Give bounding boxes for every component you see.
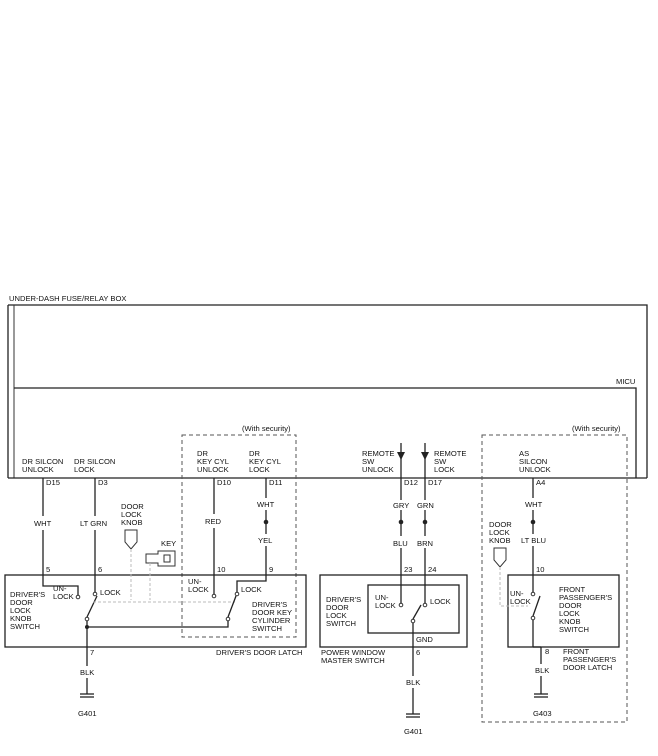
ground-g401-right: 6 BLK G401 [404, 647, 423, 736]
key-icon [145, 550, 176, 600]
master-ground-wire: BLK [406, 678, 420, 687]
conn-d3: 6 [98, 565, 102, 574]
master-ground-conn: 6 [416, 648, 420, 657]
passenger-unlock-label: UN-LOCK [510, 589, 531, 606]
wire-d10-color: RED [205, 517, 222, 526]
wire-d11-color2: YEL [258, 536, 272, 545]
passenger-ground-name: G403 [533, 709, 552, 718]
wire-a4-color1: WHT [525, 500, 543, 509]
security-box-left: (With security) [181, 424, 297, 638]
wire-d17: GRN BRN 24 [417, 478, 436, 585]
driver-latch-caption: DRIVER'S DOOR LATCH [216, 648, 303, 657]
wire-d15: WHT 5 [34, 478, 52, 575]
micu-unit: MICU [8, 377, 647, 479]
driver-unlock-label: UN-LOCK [53, 584, 74, 601]
passenger-ground-conn: 8 [545, 647, 549, 656]
pin-a4: A4 [536, 478, 545, 487]
passenger-door-lock-knob-icon [493, 547, 528, 607]
wire-d11: WHT YEL 9 [257, 478, 275, 575]
master-switch-contacts [398, 585, 428, 647]
passenger-ground-wire: BLK [535, 666, 549, 675]
key-label: KEY [161, 539, 176, 548]
fuse-box-title: UNDER-DASH FUSE/RELAY BOX [9, 294, 126, 303]
wire-d15-color: WHT [34, 519, 52, 528]
wire-d3-color: LT GRN [80, 519, 107, 528]
conn-d10: 10 [217, 565, 225, 574]
master-gnd-label: GND [416, 635, 433, 644]
cyl-lock-label: LOCK [241, 585, 262, 594]
pin-d17: D17 [428, 478, 442, 487]
security-note-left: (With security) [242, 424, 291, 433]
master-ground-name: G401 [404, 727, 423, 736]
wire-a4: WHT LT BLU 10 [521, 478, 546, 575]
wire-a4-color2: LT BLU [521, 536, 546, 545]
passenger-switch-contacts [530, 575, 541, 647]
ground-g403: 8 BLK G403 [533, 646, 552, 718]
conn-d15: 5 [46, 565, 50, 574]
driver-lock-label: LOCK [100, 588, 121, 597]
wire-d12: GRY BLU 23 [393, 478, 412, 585]
conn-d11: 9 [269, 565, 273, 574]
micu-label: MICU [616, 377, 635, 386]
conn-a4: 10 [536, 565, 544, 574]
remote-arrow-icons [397, 443, 429, 478]
driver-ground-wire: BLK [80, 668, 94, 677]
security-box-right: (With security) [481, 424, 628, 723]
wire-d12-color1: GRY [393, 501, 409, 510]
wire-d11-color1: WHT [257, 500, 275, 509]
master-lock-label: LOCK [430, 597, 451, 606]
security-note-right: (With security) [572, 424, 621, 433]
wire-d3: LT GRN 6 [80, 478, 107, 575]
driver-ground-conn: 7 [90, 648, 94, 657]
conn-d12: 23 [404, 565, 412, 574]
master-unlock-label: UN-LOCK [375, 593, 396, 610]
pin-d11: D11 [269, 478, 282, 487]
conn-d17: 24 [428, 565, 436, 574]
wire-d17-color2: BRN [417, 539, 433, 548]
key-cylinder-switch-contacts [211, 575, 267, 622]
wire-d10: RED 10 [205, 478, 225, 575]
pin-d3: D3 [98, 478, 108, 487]
knob-switch-contacts [42, 575, 235, 622]
driver-ground-name: G401 [78, 709, 97, 718]
pin-d15: D15 [46, 478, 60, 487]
cyl-unlock-label: UN-LOCK [188, 577, 209, 594]
ground-g401-left: 7 BLK G401 [78, 647, 97, 718]
wire-d17-color1: GRN [417, 501, 434, 510]
door-lock-knob-icon [124, 529, 138, 600]
pin-d12: D12 [404, 478, 418, 487]
fuse-relay-box: UNDER-DASH FUSE/RELAY BOX [7, 294, 648, 478]
pin-d10: D10 [217, 478, 231, 487]
wire-d12-color2: BLU [393, 539, 408, 548]
